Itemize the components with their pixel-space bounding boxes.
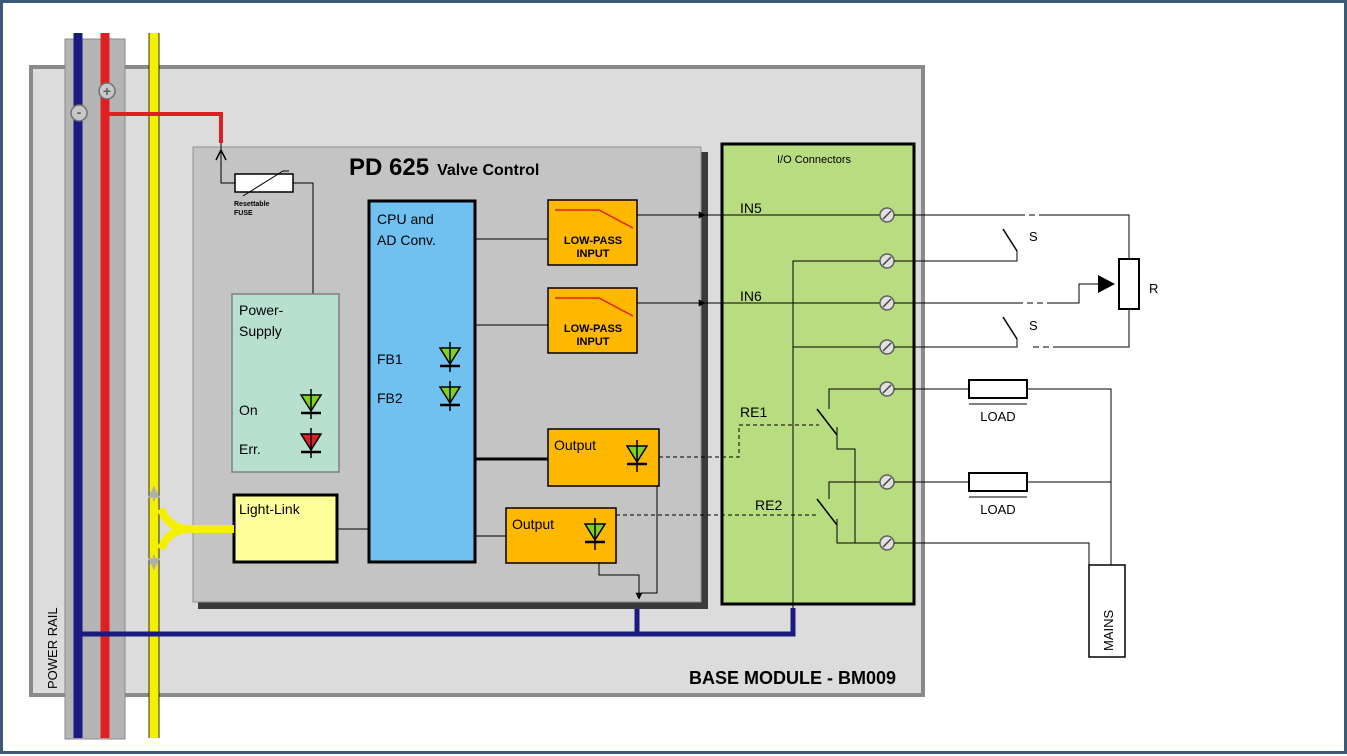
err-led-icon xyxy=(299,428,323,458)
potentiometer-wiper-icon xyxy=(1098,275,1115,293)
on-label: On xyxy=(239,402,258,418)
re1-label: RE1 xyxy=(740,404,767,420)
power-supply-block xyxy=(231,293,340,473)
output-block-2: Output xyxy=(505,507,617,564)
cpu-block xyxy=(367,199,477,564)
switch-s1-icon xyxy=(1002,228,1018,252)
svg-text:LOW-PASS: LOW-PASS xyxy=(564,323,622,335)
power-supply-label: Power-Supply xyxy=(239,302,284,339)
negative-terminal-icon xyxy=(70,104,88,122)
load-1-icon xyxy=(968,379,1028,399)
pd625-wiring-diagram: BASE MODULE - BM009 POWER RAIL - + PD 62… xyxy=(29,33,1158,740)
in5-label: IN5 xyxy=(740,200,762,216)
light-link-branch xyxy=(157,507,234,551)
fb1-label: FB1 xyxy=(377,351,403,367)
light-link-label: Light-Link xyxy=(239,501,301,517)
svg-text:-: - xyxy=(77,104,82,120)
fuse-wire xyxy=(215,148,227,161)
svg-text:INPUT: INPUT xyxy=(577,336,610,348)
svg-text:Output: Output xyxy=(554,437,596,453)
output-block-1: Output xyxy=(547,428,660,487)
io-connectors-title: I/O Connectors xyxy=(777,154,851,166)
mains-label: MAINS xyxy=(1101,610,1116,652)
lowpass-input-1: LOW-PASS INPUT xyxy=(547,199,638,266)
power-rail-label: POWER RAIL xyxy=(45,607,60,689)
re2-label: RE2 xyxy=(755,497,782,513)
load-2-icon xyxy=(968,472,1028,492)
on-led-icon xyxy=(299,389,323,419)
base-module-label: BASE MODULE - BM009 xyxy=(689,668,896,688)
load-2-label: LOAD xyxy=(980,502,1015,517)
fb2-led-icon xyxy=(438,381,462,411)
in6-label: IN6 xyxy=(740,288,762,304)
lowpass-input-2: LOW-PASS INPUT xyxy=(547,287,638,354)
ground-bus xyxy=(78,608,796,637)
supply-line xyxy=(105,112,223,143)
svg-text:+: + xyxy=(103,83,111,99)
switch-s1-label: S xyxy=(1029,229,1038,244)
load-1-label: LOAD xyxy=(980,409,1015,424)
output-2-led-icon xyxy=(583,518,607,550)
svg-text:LOW-PASS: LOW-PASS xyxy=(564,235,622,247)
switch-s2-icon xyxy=(1002,316,1018,340)
positive-terminal-icon xyxy=(98,82,116,100)
fb1-led-icon xyxy=(438,342,462,372)
svg-text:INPUT: INPUT xyxy=(577,248,610,260)
output-1-led-icon xyxy=(625,440,649,472)
svg-text:Output: Output xyxy=(512,516,554,532)
potentiometer-icon xyxy=(1118,258,1140,310)
mains-block xyxy=(1088,564,1126,658)
switch-s2-label: S xyxy=(1029,318,1038,333)
err-label: Err. xyxy=(239,441,261,457)
light-link-block xyxy=(232,493,339,564)
potentiometer-label: R xyxy=(1149,281,1158,296)
fb2-label: FB2 xyxy=(377,390,403,406)
